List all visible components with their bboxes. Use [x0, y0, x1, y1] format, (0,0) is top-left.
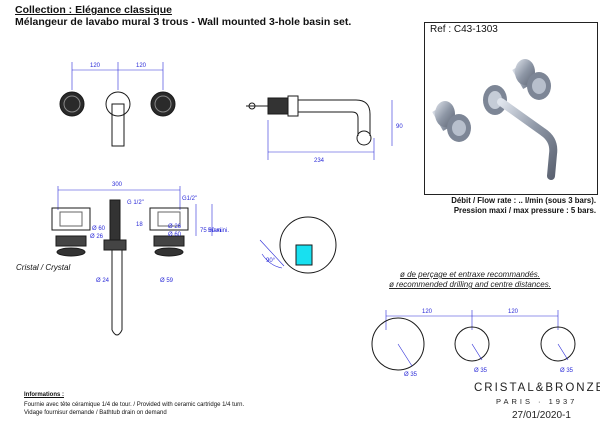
- dim-max75: 75 maxi.: [200, 228, 223, 234]
- product-photo: [432, 59, 558, 180]
- dim-d60-a: Ø 60: [92, 226, 106, 232]
- front-center-thread: [109, 199, 121, 241]
- drill-hole-right: [540, 326, 576, 362]
- document-date: 27/01/2020-1: [512, 410, 571, 421]
- side-wall-flange: [267, 97, 289, 115]
- reference-label: Ref : C43-1303: [430, 24, 498, 35]
- top-spout: [111, 103, 125, 147]
- drilling-note: ø de perçage et entraxe recommandés. ø r…: [340, 270, 600, 290]
- side-spout-top: [298, 99, 371, 136]
- cristal-label: Cristal / Crystal: [16, 263, 71, 272]
- product-photo-frame: [424, 22, 598, 195]
- photo-right-handle: [512, 59, 551, 100]
- dim-side-height: 90: [396, 124, 403, 130]
- front-right-nut: [153, 235, 185, 247]
- water-indicator: [295, 244, 313, 266]
- dim-g-quarter: G1/2": [182, 196, 197, 202]
- dim-d59: Ø 59: [160, 278, 174, 284]
- front-right-valve-inner: [157, 211, 181, 227]
- front-center-nut: [103, 239, 127, 251]
- top-right-knob-inner: [154, 95, 172, 113]
- front-right-valve: [149, 207, 189, 231]
- front-left-base: [56, 247, 86, 257]
- info-title: Informations :: [24, 392, 64, 398]
- drilling-pattern: [371, 310, 576, 371]
- front-spout-end: [111, 329, 123, 336]
- dim-drill-left: 120: [422, 309, 433, 315]
- front-left-valve-inner: [59, 211, 83, 227]
- drill-hole-center: [454, 326, 490, 362]
- pressure-text: Pression maxi / max pressure : 5 bars.: [453, 206, 596, 215]
- dim-drill-right: 120: [508, 309, 519, 315]
- detail-view: [259, 216, 337, 274]
- dim-max50: 50 mini.: [208, 228, 229, 234]
- dim-drill-d35-a: Ø 35: [404, 372, 418, 378]
- top-spout-base: [105, 91, 131, 117]
- drill-hole-left: [371, 317, 425, 371]
- dim-d26-b: Ø 26: [90, 234, 104, 240]
- dim-top-left: 120: [90, 63, 101, 69]
- brand-subtitle: PARIS · 1937: [496, 397, 578, 406]
- dim-top-right: 120: [136, 63, 147, 69]
- side-body: [287, 95, 299, 117]
- photo-left-handle: [432, 101, 471, 142]
- front-view: [51, 186, 213, 336]
- side-view: [246, 95, 393, 160]
- front-left-valve: [51, 207, 91, 231]
- detail-circle: [279, 216, 337, 274]
- collection-title: Collection : Elégance classique: [15, 4, 172, 16]
- product-subtitle: Mélangeur de lavabo mural 3 trous - Wall…: [15, 16, 352, 28]
- drilling-note-en: ø recommended drilling and centre distan…: [389, 280, 551, 289]
- top-view: [59, 62, 176, 147]
- flow-rate-text: Débit / Flow rate : .. l/min (sous 3 bar…: [451, 196, 596, 205]
- front-left-nut: [55, 235, 87, 247]
- dim-front-width: 300: [112, 182, 123, 188]
- side-spout-outlet: [356, 130, 372, 146]
- dim-d60-b: Ø 60: [168, 232, 182, 238]
- drilling-note-fr: ø de perçage et entraxe recommandés.: [399, 270, 541, 279]
- brand-logo: CRISTAL&BRONZE: [474, 382, 600, 394]
- dim-side-length: 234: [314, 158, 325, 164]
- front-right-base: [154, 247, 184, 257]
- dim-h18: 18: [136, 222, 143, 228]
- dim-angle: 90°: [266, 258, 276, 264]
- top-left-knob-inner: [63, 95, 81, 113]
- dim-d26-a: Ø 26: [168, 224, 182, 230]
- info-line-1: Fournie avec tête céramique 1/4 de tour.…: [24, 402, 245, 408]
- photo-spout: [483, 85, 558, 180]
- side-spout-bottom: [298, 111, 359, 136]
- dim-drill-d35-b: Ø 35: [474, 368, 488, 374]
- dim-thread: G 1/2": [127, 200, 144, 206]
- info-line-2: Vidage fournisur demande / Bathtub drain…: [24, 410, 167, 416]
- flow-spec: Débit / Flow rate : .. l/min (sous 3 bar…: [430, 196, 596, 216]
- dim-d24: Ø 24: [96, 278, 110, 284]
- dim-drill-d35-c: Ø 35: [560, 368, 574, 374]
